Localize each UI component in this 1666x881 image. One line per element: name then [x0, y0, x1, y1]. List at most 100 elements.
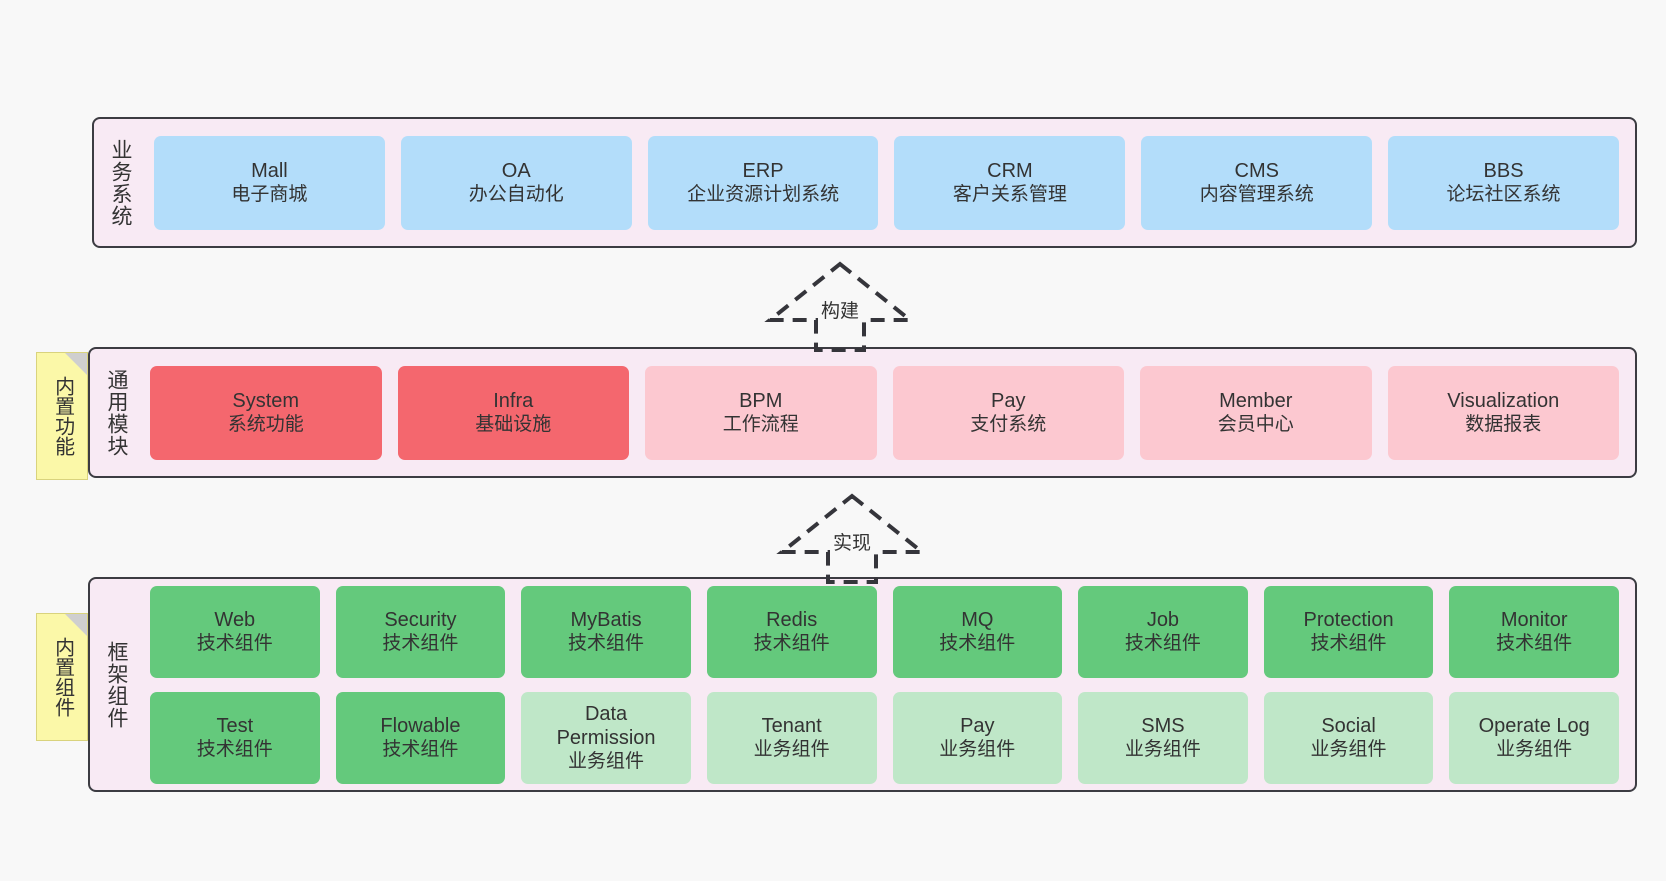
- node-monitor-desc: 技术组件: [1496, 633, 1573, 655]
- node-tenant-name: Tenant: [761, 714, 822, 737]
- node-pay-component-name: Pay: [960, 714, 995, 737]
- node-security[interactable]: Security 技术组件: [335, 585, 506, 678]
- node-social-name: Social: [1321, 714, 1376, 737]
- node-flowable[interactable]: Flowable 技术组件: [335, 691, 506, 784]
- node-social-desc: 业务组件: [1310, 739, 1387, 761]
- node-infra-desc: 基础设施: [475, 414, 552, 436]
- node-mq-name: MQ: [961, 608, 994, 631]
- node-monitor[interactable]: Monitor 技术组件: [1449, 585, 1619, 678]
- layer-common-modules-title: 通用模块: [104, 368, 128, 457]
- node-cms-desc: 内容管理系统: [1199, 184, 1314, 206]
- node-security-desc: 技术组件: [382, 633, 459, 655]
- node-oa[interactable]: OA 办公自动化: [400, 135, 632, 230]
- node-protection-name: Protection: [1303, 608, 1394, 631]
- node-protection-desc: 技术组件: [1310, 633, 1387, 655]
- node-flowable-desc: 技术组件: [382, 739, 459, 761]
- node-bpm-name: BPM: [739, 389, 783, 412]
- node-system-name: System: [232, 389, 300, 412]
- node-member-desc: 会员中心: [1217, 414, 1294, 436]
- layer-common-modules-body: System 系统功能 Infra 基础设施 BPM 工作流程 Pay 支付系统…: [142, 349, 1635, 476]
- node-visualization-name: Visualization: [1447, 389, 1560, 412]
- node-operate-log-desc: 业务组件: [1496, 739, 1573, 761]
- node-pay-module[interactable]: Pay 支付系统: [892, 365, 1124, 460]
- node-job[interactable]: Job 技术组件: [1078, 585, 1248, 678]
- node-data-permission-desc: 业务组件: [568, 751, 645, 773]
- framework-business-components-row: Test 技术组件 Flowable 技术组件 Data Permission …: [150, 691, 1619, 784]
- node-cms-name: CMS: [1234, 159, 1279, 182]
- node-oa-desc: 办公自动化: [468, 184, 564, 206]
- node-tenant-desc: 业务组件: [753, 739, 830, 761]
- node-pay-component[interactable]: Pay 业务组件: [892, 691, 1063, 784]
- node-pay-module-name: Pay: [991, 389, 1026, 412]
- node-infra-name: Infra: [493, 389, 534, 412]
- node-redis[interactable]: Redis 技术组件: [706, 585, 877, 678]
- node-flowable-name: Flowable: [380, 714, 461, 737]
- node-member[interactable]: Member 会员中心: [1140, 365, 1372, 460]
- node-visualization-desc: 数据报表: [1465, 414, 1542, 436]
- node-erp-desc: 企业资源计划系统: [687, 184, 840, 206]
- node-test-desc: 技术组件: [196, 739, 273, 761]
- node-operate-log[interactable]: Operate Log 业务组件: [1449, 691, 1619, 784]
- node-mall-desc: 电子商城: [231, 184, 308, 206]
- node-mybatis-desc: 技术组件: [568, 633, 645, 655]
- node-bpm-desc: 工作流程: [722, 414, 799, 436]
- node-mall[interactable]: Mall 电子商城: [154, 135, 385, 230]
- node-member-name: Member: [1219, 389, 1293, 412]
- layer-common-modules: 通用模块 System 系统功能 Infra 基础设施 BPM 工作流程 Pay…: [88, 347, 1637, 478]
- connector-build: 构建: [760, 258, 920, 354]
- node-protection[interactable]: Protection 技术组件: [1263, 585, 1434, 678]
- framework-tech-components-row: Web 技术组件 Security 技术组件 MyBatis 技术组件 Redi…: [150, 585, 1619, 678]
- node-data-permission-name: Data Permission: [556, 702, 656, 749]
- node-visualization[interactable]: Visualization 数据报表: [1387, 365, 1619, 460]
- node-redis-desc: 技术组件: [753, 633, 830, 655]
- node-crm-desc: 客户关系管理: [952, 184, 1067, 206]
- layer-framework-components: 框架组件 Web 技术组件 Security 技术组件 MyBatis 技术组件…: [88, 577, 1637, 792]
- node-bbs-name: BBS: [1483, 159, 1524, 182]
- node-pay-module-desc: 支付系统: [970, 414, 1047, 436]
- common-modules-row: System 系统功能 Infra 基础设施 BPM 工作流程 Pay 支付系统…: [150, 365, 1619, 460]
- layer-business-systems-title: 业务系统: [108, 138, 132, 227]
- node-web-desc: 技术组件: [196, 633, 273, 655]
- node-pay-component-desc: 业务组件: [939, 739, 1016, 761]
- sticky-note-builtin-features: 内置功能: [36, 352, 88, 480]
- node-bbs[interactable]: BBS 论坛社区系统: [1388, 135, 1619, 230]
- sticky-note-builtin-features-label: 内置功能: [51, 376, 74, 456]
- business-systems-row: Mall 电子商城 OA 办公自动化 ERP 企业资源计划系统 CRM 客户关系…: [154, 135, 1619, 230]
- node-web-name: Web: [214, 608, 256, 631]
- layer-framework-components-body: Web 技术组件 Security 技术组件 MyBatis 技术组件 Redi…: [142, 579, 1635, 790]
- layer-framework-components-title: 框架组件: [104, 640, 128, 729]
- node-social[interactable]: Social 业务组件: [1263, 691, 1434, 784]
- node-test[interactable]: Test 技术组件: [150, 691, 320, 784]
- node-crm-name: CRM: [987, 159, 1033, 182]
- sticky-note-builtin-components: 内置组件: [36, 613, 88, 741]
- node-monitor-name: Monitor: [1500, 608, 1568, 631]
- node-redis-name: Redis: [766, 608, 818, 631]
- node-web[interactable]: Web 技术组件: [150, 585, 320, 678]
- node-system[interactable]: System 系统功能: [150, 365, 382, 460]
- node-oa-name: OA: [501, 159, 531, 182]
- node-crm[interactable]: CRM 客户关系管理: [894, 135, 1126, 230]
- node-infra[interactable]: Infra 基础设施: [397, 365, 629, 460]
- node-mq[interactable]: MQ 技术组件: [892, 585, 1063, 678]
- node-security-name: Security: [384, 608, 457, 631]
- node-data-permission[interactable]: Data Permission 业务组件: [521, 691, 691, 784]
- layer-business-systems-body: Mall 电子商城 OA 办公自动化 ERP 企业资源计划系统 CRM 客户关系…: [146, 119, 1635, 246]
- node-operate-log-name: Operate Log: [1478, 714, 1590, 737]
- node-job-name: Job: [1146, 608, 1180, 631]
- sticky-note-builtin-components-label: 内置组件: [51, 637, 74, 717]
- node-sms[interactable]: SMS 业务组件: [1078, 691, 1248, 784]
- node-cms[interactable]: CMS 内容管理系统: [1141, 135, 1373, 230]
- node-mybatis-name: MyBatis: [570, 608, 642, 631]
- node-erp-name: ERP: [742, 159, 784, 182]
- node-test-name: Test: [216, 714, 254, 737]
- layer-business-systems: 业务系统 Mall 电子商城 OA 办公自动化 ERP 企业资源计划系统 CRM…: [92, 117, 1637, 248]
- node-bpm[interactable]: BPM 工作流程: [645, 365, 877, 460]
- node-tenant[interactable]: Tenant 业务组件: [706, 691, 877, 784]
- connector-implement: 实现: [772, 490, 932, 586]
- node-erp[interactable]: ERP 企业资源计划系统: [647, 135, 879, 230]
- node-mybatis[interactable]: MyBatis 技术组件: [521, 585, 691, 678]
- node-job-desc: 技术组件: [1124, 633, 1201, 655]
- node-system-desc: 系统功能: [227, 414, 304, 436]
- node-mq-desc: 技术组件: [939, 633, 1016, 655]
